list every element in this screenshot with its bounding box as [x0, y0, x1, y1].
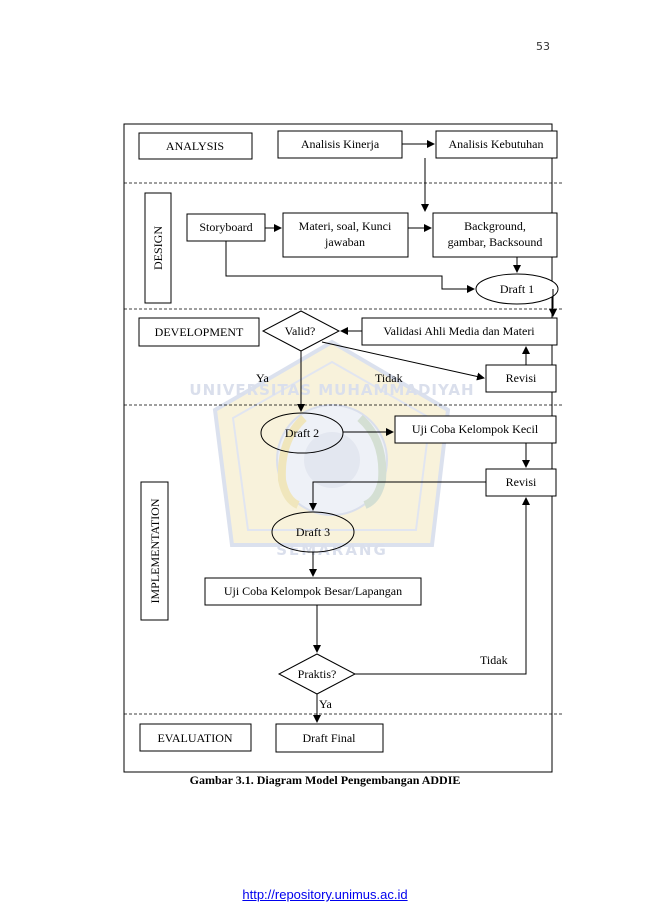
- figure-caption: Gambar 3.1. Diagram Model Pengembangan A…: [189, 773, 461, 787]
- watermark-seal: UNIVERSITAS MUHAMMADIYAH SEMARANG: [189, 339, 474, 559]
- phase-label-evaluation: EVALUATION: [139, 723, 252, 752]
- edge-storyboard-draft1: [225, 241, 475, 293]
- edge-label-ya-1: Ya: [256, 371, 269, 385]
- edge-praktis-revisi: [355, 497, 530, 675]
- node-uji-kecil-text: Uji Coba Kelompok Kecil: [412, 422, 539, 436]
- node-storyboard: Storyboard: [186, 213, 266, 242]
- node-draft-1-text: Draft 1: [500, 282, 534, 296]
- page-number: 53: [536, 40, 550, 53]
- node-storyboard-text: Storyboard: [199, 220, 252, 234]
- node-draft-final-text: Draft Final: [303, 731, 357, 745]
- node-revisi-1: Revisi: [485, 364, 557, 393]
- node-analisis-kinerja: Analisis Kinerja: [277, 130, 403, 159]
- node-validasi: Validasi Ahli Media dan Materi: [361, 317, 558, 346]
- node-validasi-text: Validasi Ahli Media dan Materi: [383, 324, 535, 338]
- edge-label-tidak-1: Tidak: [375, 371, 403, 385]
- phase-label-analysis-text: ANALYSIS: [166, 139, 224, 153]
- edge-label-ya-2: Ya: [319, 697, 332, 711]
- node-materi-text-line2: jawaban: [324, 235, 365, 249]
- node-analisis-kinerja-text: Analisis Kinerja: [301, 137, 380, 151]
- node-uji-besar-text: Uji Coba Kelompok Besar/Lapangan: [224, 584, 402, 598]
- node-uji-kecil: Uji Coba Kelompok Kecil: [394, 415, 557, 444]
- node-background-text-line2: gambar, Backsound: [448, 235, 543, 249]
- node-draft-2-text: Draft 2: [285, 426, 319, 440]
- node-analisis-kebutuhan: Analisis Kebutuhan: [435, 130, 558, 159]
- node-draft-3-text: Draft 3: [296, 525, 330, 539]
- node-background-text-line1: Background,: [464, 219, 526, 233]
- edge-valid-revisi: [321, 341, 485, 381]
- phase-label-development: DEVELOPMENT: [138, 317, 260, 347]
- node-praktis-text: Praktis?: [298, 667, 337, 681]
- phase-label-development-text: DEVELOPMENT: [155, 325, 244, 339]
- node-uji-besar: Uji Coba Kelompok Besar/Lapangan: [204, 577, 422, 606]
- node-draft-1: Draft 1: [475, 273, 559, 305]
- node-draft-2: Draft 2: [260, 412, 344, 454]
- repository-link[interactable]: http://repository.unimus.ac.id: [242, 887, 408, 902]
- phase-label-evaluation-text: EVALUATION: [157, 731, 232, 745]
- connectors: [225, 140, 557, 723]
- diagram-frame: [123, 123, 553, 773]
- node-background: Background, gambar, Backsound: [432, 212, 558, 258]
- node-revisi-2-text: Revisi: [506, 475, 537, 489]
- node-valid-text: Valid?: [285, 324, 316, 338]
- edge-label-tidak-2: Tidak: [480, 653, 508, 667]
- node-analisis-kebutuhan-text: Analisis Kebutuhan: [449, 137, 544, 151]
- node-materi: Materi, soal, Kunci jawaban: [282, 212, 409, 258]
- node-praktis-decision: Praktis?: [277, 653, 357, 695]
- node-valid-decision: Valid?: [261, 310, 341, 352]
- phase-label-design: DESIGN: [144, 192, 172, 304]
- phase-label-implementation: IMPLEMENTATION: [140, 481, 169, 621]
- node-draft-final: Draft Final: [275, 723, 384, 753]
- phase-label-implementation-text: IMPLEMENTATION: [148, 498, 162, 603]
- node-materi-text-line1: Materi, soal, Kunci: [299, 219, 392, 233]
- phase-label-analysis: ANALYSIS: [138, 132, 253, 160]
- phase-label-design-text: DESIGN: [151, 226, 165, 270]
- phase-separators: [124, 182, 564, 715]
- node-revisi-2: Revisi: [485, 468, 557, 497]
- node-revisi-1-text: Revisi: [506, 371, 537, 385]
- edge-revisi-draft3: [309, 481, 486, 511]
- watermark-text-top: UNIVERSITAS MUHAMMADIYAH: [189, 381, 474, 399]
